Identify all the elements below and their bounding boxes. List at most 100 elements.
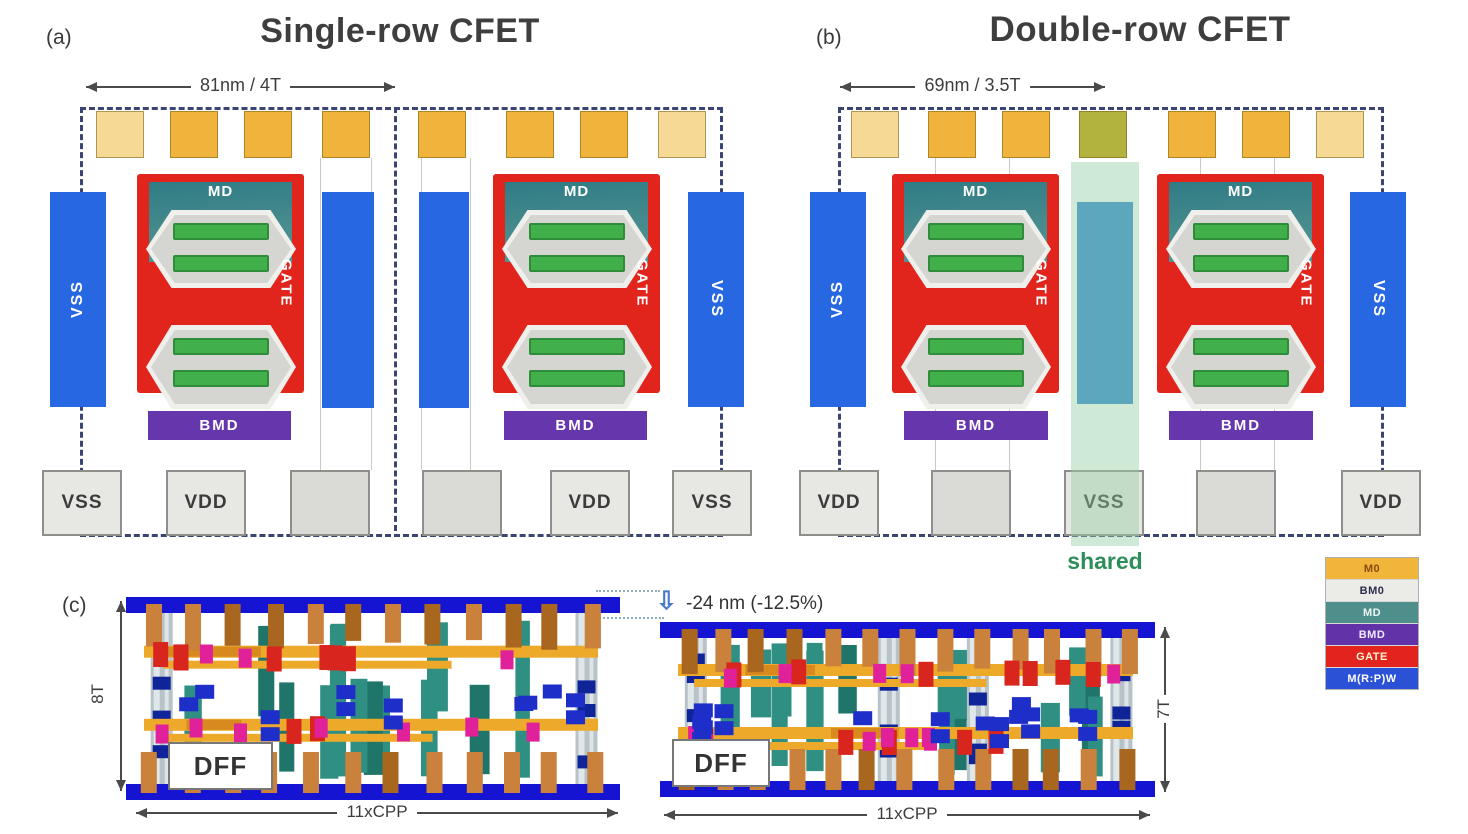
column-guide-line (320, 158, 321, 470)
vss-rail-right-a-label: VSS (708, 280, 725, 319)
shared-vss-rail-b (1077, 202, 1133, 404)
power-tap-vss: VSS (42, 470, 122, 536)
nanosheet (1193, 370, 1289, 387)
m0-square (1168, 111, 1216, 158)
nanosheet (173, 223, 269, 240)
bmd-bar: BMD (1169, 411, 1313, 440)
nanosheet (173, 255, 269, 272)
m0-square (658, 111, 706, 158)
m0-square (244, 111, 292, 158)
panel-a-label: (a) (46, 26, 72, 49)
panel-a-title: Single-row CFET (260, 12, 540, 50)
dff-left-width-value: 11xCPP (337, 802, 417, 821)
nanosheet (529, 255, 625, 272)
m0-square (506, 111, 554, 158)
panel-c-label: (c) (62, 594, 87, 617)
power-tap-vss: VSS (672, 470, 752, 536)
column-guide-line (470, 158, 471, 470)
power-tap-vdd: VDD (166, 470, 246, 536)
power-tap-blank (422, 470, 502, 536)
legend-item-bmd: BMD (1326, 624, 1418, 646)
nanosheet (529, 223, 625, 240)
panel-a-cell-divider (394, 107, 397, 531)
single-row-dff-layout-art (126, 597, 620, 800)
double-row-dff-layout-art (660, 622, 1155, 797)
bmd-bar: BMD (504, 411, 647, 440)
power-tap-blank (931, 470, 1011, 536)
panel-b-width-dimension: 69nm / 3.5T (840, 75, 1105, 96)
m0-square (1002, 111, 1050, 158)
shared-rail-highlight (1071, 162, 1139, 546)
legend-item-bm0: BM0 (1326, 580, 1418, 602)
bmd-bar: BMD (148, 411, 291, 440)
cfet-cell: MD GATE (493, 174, 660, 409)
mid-rail-1-a (322, 192, 374, 408)
gate-label: GATE (1032, 259, 1050, 308)
dff-left-width-dimension: 11xCPP (136, 802, 618, 822)
vss-rail-right-a: VSS (688, 192, 744, 407)
height-delta-leader-top (596, 590, 660, 592)
height-reduction-arrow-icon: ⇩ (656, 587, 677, 615)
dff-right-width-dimension: 11xCPP (664, 804, 1150, 824)
power-tap-blank (290, 470, 370, 536)
vss-rail-left-b-label: VSS (829, 280, 846, 319)
vss-rail-right-b: VSS (1350, 192, 1406, 407)
md-label: MD (207, 183, 234, 200)
m0-square (96, 111, 144, 158)
panel-b-width-value: 69nm / 3.5T (915, 75, 1030, 95)
nanosheet (928, 255, 1024, 272)
double-row-dff-layout: DFF (660, 622, 1155, 797)
m0-square (418, 111, 466, 158)
dff-left-height-label: 8T (87, 684, 107, 704)
m0-square (322, 111, 370, 158)
m0-square (1079, 111, 1127, 158)
gate-label: GATE (1297, 259, 1315, 308)
m0-square (851, 111, 899, 158)
nanosheet (529, 370, 625, 387)
power-tap-vss: VSS (1064, 470, 1144, 536)
legend-item-m0: M0 (1326, 558, 1418, 580)
legend-item-gate: GATE (1326, 646, 1418, 668)
vss-rail-right-b-label: VSS (1370, 280, 1387, 319)
dff-right-width-value: 11xCPP (867, 804, 947, 823)
dff-left-height-arrow (116, 601, 126, 791)
nanosheet (173, 338, 269, 355)
panel-a-width-value: 81nm / 4T (190, 75, 291, 95)
power-tap-vdd: VDD (799, 470, 879, 536)
shared-annotation: shared (1067, 548, 1143, 574)
cfet-cell: MD GATE (137, 174, 304, 409)
nanosheet (173, 370, 269, 387)
single-row-dff-layout: DFF (126, 597, 620, 800)
nanosheet (1193, 338, 1289, 355)
legend-item-md: MD (1326, 602, 1418, 624)
gate-label: GATE (277, 259, 295, 308)
nanosheet (1193, 255, 1289, 272)
bmd-bar: BMD (904, 411, 1048, 440)
m0-square (170, 111, 218, 158)
m0-square (1316, 111, 1364, 158)
dff-label-box: DFF (168, 742, 273, 790)
nanosheet (1193, 223, 1289, 240)
vss-rail-left-b: VSS (810, 192, 866, 407)
gate-label: GATE (633, 259, 651, 308)
panel-b-title: Double-row CFET (989, 10, 1291, 49)
power-tap-blank (1196, 470, 1276, 536)
m0-square (580, 111, 628, 158)
legend-item-m(r:p)w: M(R:P)W (1326, 668, 1418, 689)
panel-a-width-dimension: 81nm / 4T (86, 75, 395, 96)
mid-rail-2-a (419, 192, 469, 408)
nanosheet (928, 338, 1024, 355)
nanosheet (928, 223, 1024, 240)
height-reduction-label: -24 nm (-12.5%) (686, 593, 824, 614)
panel-b-label: (b) (816, 26, 842, 49)
height-delta-leader-bottom (596, 617, 664, 619)
md-label: MD (563, 183, 590, 200)
nanosheet (529, 338, 625, 355)
nanosheet (928, 370, 1024, 387)
dff-right-height-label: 7T (1152, 695, 1175, 723)
dff-label-box: DFF (672, 739, 770, 787)
